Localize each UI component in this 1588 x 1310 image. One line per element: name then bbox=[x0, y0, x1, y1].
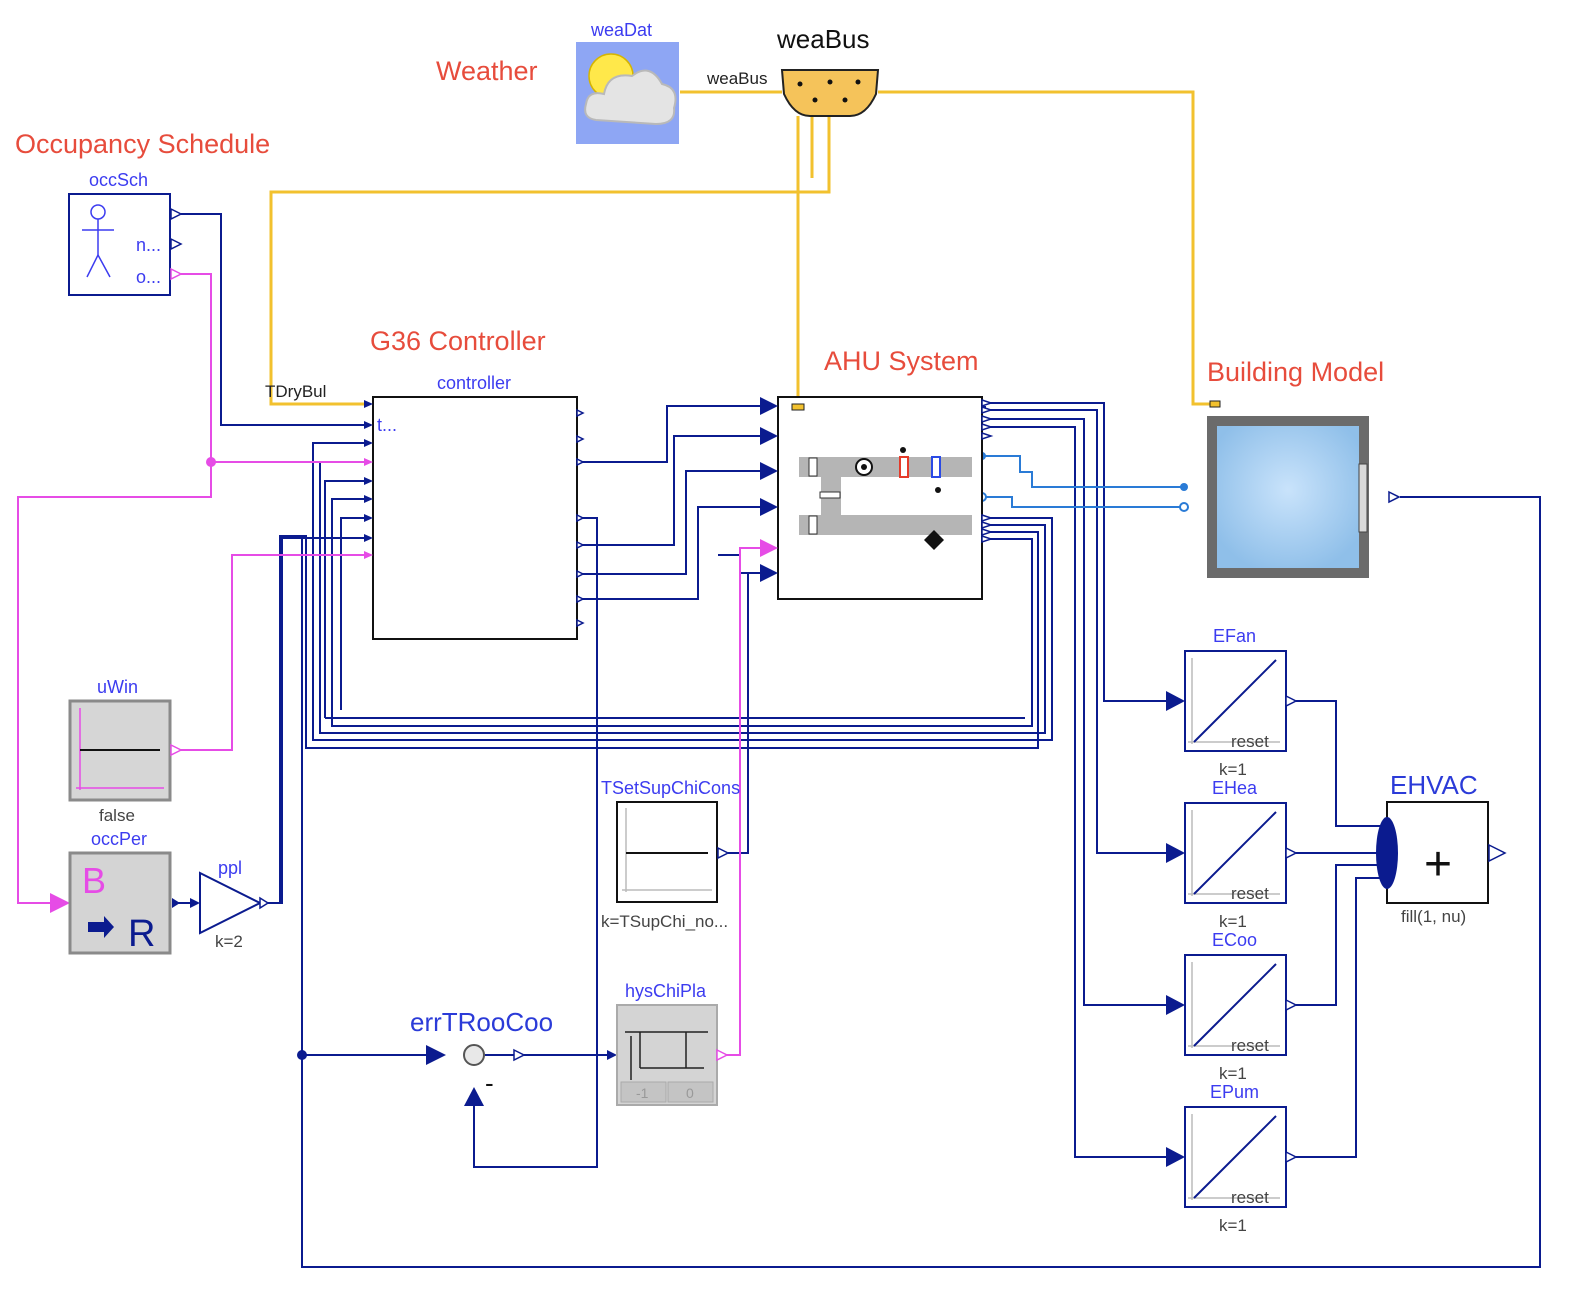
controller-block[interactable]: controller TDryBul t... bbox=[265, 373, 585, 640]
weabus-connector[interactable]: weaBus weaBus bbox=[706, 24, 880, 117]
efan-reset: reset bbox=[1231, 732, 1269, 751]
weabus-port-label: weaBus bbox=[706, 69, 767, 88]
ahu-block[interactable] bbox=[760, 396, 994, 600]
occper-block[interactable]: occPer B R bbox=[50, 829, 180, 955]
hyschipla-left-button bbox=[620, 1081, 667, 1103]
occper-frame bbox=[68, 851, 172, 955]
ehea-name: EHea bbox=[1212, 778, 1258, 798]
occper-letter-b: B bbox=[82, 860, 106, 901]
hysteresis-icon bbox=[625, 1031, 708, 1080]
door-icon bbox=[1358, 463, 1368, 533]
constant-signal-icon bbox=[76, 708, 164, 790]
bus-connector-icon bbox=[780, 69, 880, 117]
boolean-wires bbox=[17, 273, 760, 1056]
ppl-name: ppl bbox=[218, 858, 242, 878]
tsetsupchicons-name: TSetSupChiCons bbox=[601, 778, 740, 798]
junction-dot bbox=[297, 1050, 307, 1060]
ehvac-param: fill(1, nu) bbox=[1401, 907, 1466, 926]
ehea-reset: reset bbox=[1231, 884, 1269, 903]
ppl-param: k=2 bbox=[215, 932, 243, 951]
ehvac-frame bbox=[1386, 801, 1489, 904]
errtroocoo-minus: - bbox=[485, 1068, 494, 1098]
uwin-block[interactable]: uWin false bbox=[68, 677, 183, 825]
errtroocoo-block[interactable]: errTRooCoo - bbox=[410, 1007, 553, 1106]
building-annotation: Building Model bbox=[1207, 357, 1384, 387]
controller-input-tdrybul: TDryBul bbox=[265, 382, 326, 401]
weather-icon bbox=[584, 53, 677, 126]
hyschipla-left-label: -1 bbox=[636, 1085, 649, 1101]
uwin-name: uWin bbox=[97, 677, 138, 697]
occsch-block[interactable]: occSch n... o... bbox=[68, 170, 183, 296]
efan-name: EFan bbox=[1213, 626, 1256, 646]
hyschipla-block[interactable]: hysChiPla -1 0 bbox=[607, 981, 729, 1106]
weather-annotation: Weather bbox=[436, 56, 538, 86]
ehea-block[interactable]: EHea reset k=1 bbox=[1166, 778, 1298, 931]
controller-input-t: t... bbox=[377, 415, 397, 435]
occupancy-annotation: Occupancy Schedule bbox=[15, 129, 270, 159]
occper-name: occPer bbox=[91, 829, 147, 849]
ahu-input-ports bbox=[760, 397, 805, 582]
occsch-frame bbox=[68, 193, 171, 296]
integrator-icon bbox=[1188, 1114, 1280, 1200]
building-output-port bbox=[1388, 490, 1401, 504]
controller-input-ports bbox=[364, 400, 373, 559]
ehvac-block[interactable]: EHVAC + fill(1, nu) bbox=[1376, 770, 1507, 926]
hyschipla-right-button bbox=[667, 1081, 714, 1103]
ehea-param: k=1 bbox=[1219, 912, 1247, 931]
integrator-icon bbox=[1188, 962, 1280, 1048]
epum-reset: reset bbox=[1231, 1188, 1269, 1207]
ecoo-reset: reset bbox=[1231, 1036, 1269, 1055]
ppl-gain-block[interactable]: ppl k=2 bbox=[190, 858, 270, 951]
convert-arrow-icon bbox=[88, 916, 114, 938]
hyschipla-name: hysChiPla bbox=[625, 981, 707, 1001]
occsch-name: occSch bbox=[89, 170, 148, 190]
epum-name: EPum bbox=[1210, 1082, 1259, 1102]
ehvac-symbol: + bbox=[1424, 838, 1452, 891]
integrator-icon bbox=[1188, 658, 1280, 744]
hyschipla-right-label: 0 bbox=[686, 1085, 694, 1101]
ehvac-input-port bbox=[1376, 817, 1398, 889]
weabus-name: weaBus bbox=[776, 24, 870, 54]
bus-pins-icon bbox=[797, 79, 861, 103]
bus-wires bbox=[269, 90, 1212, 406]
gain-triangle-icon bbox=[199, 871, 263, 935]
efan-block[interactable]: EFan reset k=1 bbox=[1166, 626, 1298, 779]
epum-param: k=1 bbox=[1219, 1216, 1247, 1235]
person-icon bbox=[82, 204, 114, 278]
weadat-name: weaDat bbox=[590, 20, 652, 40]
controller-output-ports bbox=[576, 408, 585, 628]
constant-value-icon bbox=[622, 808, 712, 892]
building-bus-port bbox=[1209, 400, 1221, 408]
signal-wires bbox=[172, 213, 1541, 1268]
ahu-duct-icon bbox=[799, 447, 972, 550]
epum-block[interactable]: EPum reset k=1 bbox=[1166, 1082, 1298, 1235]
ecoo-param: k=1 bbox=[1219, 1064, 1247, 1083]
occsch-output-o: o... bbox=[136, 267, 161, 287]
building-block[interactable] bbox=[1207, 400, 1401, 578]
controller-annotation: G36 Controller bbox=[370, 326, 546, 356]
sum-node-icon bbox=[463, 1044, 485, 1066]
ecoo-name: ECoo bbox=[1212, 930, 1257, 950]
ahu-annotation: AHU System bbox=[824, 346, 979, 376]
efan-param: k=1 bbox=[1219, 760, 1247, 779]
ehvac-name: EHVAC bbox=[1390, 770, 1478, 800]
controller-name: controller bbox=[437, 373, 511, 393]
tsetsupchicons-param: k=TSupChi_no... bbox=[601, 912, 728, 931]
tsetsupchicons-block[interactable]: TSetSupChiCons k=TSupChi_no... bbox=[601, 778, 740, 931]
errtroocoo-name: errTRooCoo bbox=[410, 1007, 553, 1037]
ahu-output-ports bbox=[981, 398, 994, 544]
controller-frame bbox=[372, 396, 578, 640]
room-icon bbox=[1217, 426, 1359, 568]
occper-letter-r: R bbox=[128, 913, 155, 955]
ecoo-block[interactable]: ECoo reset k=1 bbox=[1166, 930, 1298, 1083]
occsch-output-n: n... bbox=[136, 235, 161, 255]
ahu-frame bbox=[777, 396, 983, 600]
weadat-block[interactable]: weaDat p bbox=[576, 20, 679, 144]
integrator-icon bbox=[1188, 810, 1280, 896]
uwin-param: false bbox=[99, 806, 135, 825]
